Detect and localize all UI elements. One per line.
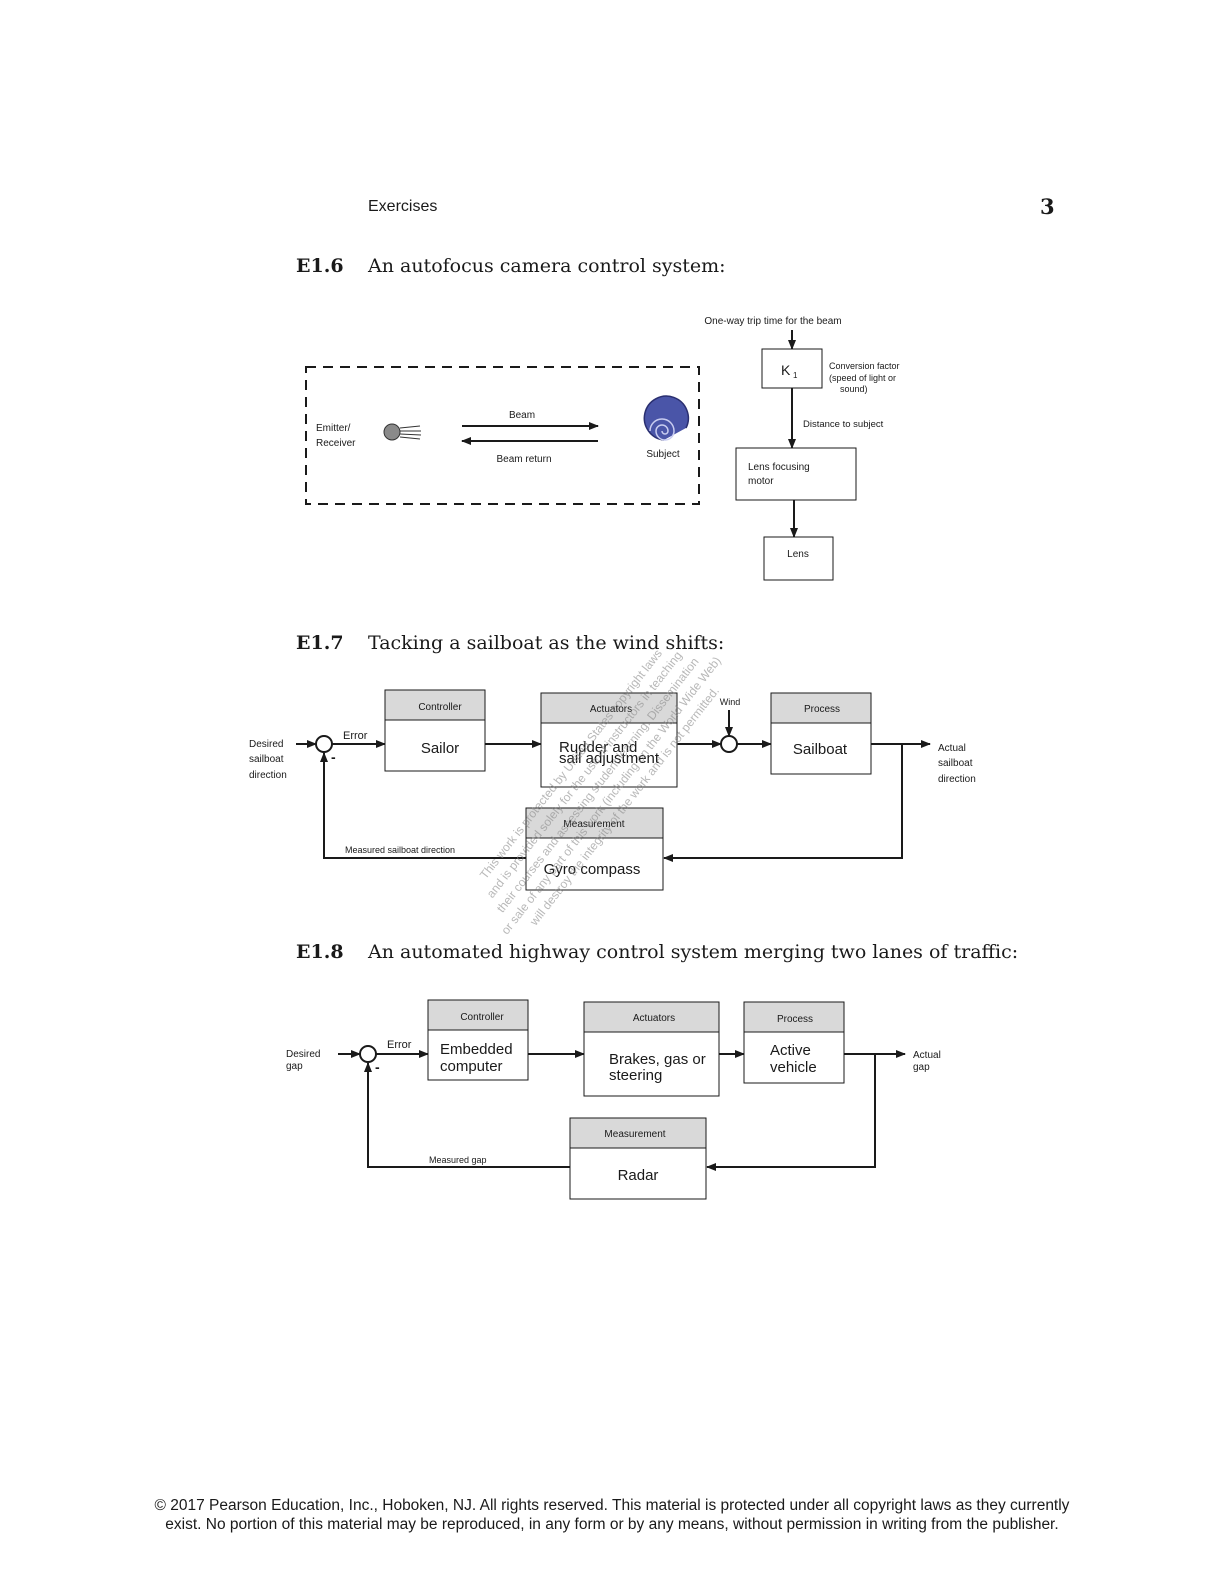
feedback-to-sensor-arrow [663,744,903,862]
exercise-number-e18: E1.8 [296,941,344,963]
process-header [770,692,872,724]
process-label-2: vehicle [770,1059,817,1076]
measured-gap-label: Measured gap [429,1155,487,1165]
wind-summing-junction [720,735,738,753]
process-header [743,1001,845,1033]
desired-label-2: sailboat [249,754,284,765]
sailboat-diagram: Desired sailboat direction Error - Contr… [249,689,976,891]
footer-line-1: © 2017 Pearson Education, Inc., Hoboken,… [154,1497,1070,1514]
controller-header-label: Controller [460,1012,504,1023]
error-label: Error [343,730,368,742]
emitter-label-2: Receiver [316,438,356,449]
exercise-title-e16: An autofocus camera control system: [368,255,726,277]
actuators-header [583,1001,720,1033]
minus-sign: - [375,1059,380,1075]
process-header-label: Process [804,704,840,715]
conversion-label-1: Conversion factor [829,361,900,371]
exercise-title-e17: Tacking a sailboat as the wind shifts: [368,632,725,654]
desired-gap-label-1: Desired [286,1049,320,1060]
beam-label: Beam [509,410,535,421]
emitter-icon [383,423,422,441]
process-label: Sailboat [793,741,848,758]
controller-label-2: computer [440,1058,503,1075]
conversion-label-3: sound) [840,384,868,394]
distance-label: Distance to subject [803,419,884,430]
actuators-label-2: sail adjustment [559,750,660,767]
actuators-label-1: Brakes, gas or [609,1051,706,1068]
actual-gap-label-1: Actual [913,1050,941,1061]
feedback-to-sensor-arrow [706,1054,876,1171]
lens-motor-label-1: Lens focusing [748,462,810,473]
measurement-header-label: Measurement [604,1129,665,1140]
measurement-label: Gyro compass [544,861,641,878]
actuators-label-1: Rudder and [559,739,637,756]
controller-label: Sailor [421,740,459,757]
actual-gap-label-2: gap [913,1062,930,1073]
controller-header [384,689,486,721]
minus-sign: - [331,749,336,765]
desired-label-1: Desired [249,739,283,750]
measurement-header-label: Measurement [563,819,624,830]
actual-label-2: sailboat [938,758,973,769]
measurement-header [569,1117,707,1149]
actuators-header-label: Actuators [590,704,632,715]
actuators-label-2: steering [609,1067,662,1084]
summing-junction [359,1045,377,1063]
controller-header-label: Controller [418,702,462,713]
conversion-label-2: (speed of light or [829,373,896,383]
controller-header [427,999,529,1031]
running-header: Exercises [368,198,438,215]
actuators-header-label: Actuators [633,1013,675,1024]
autofocus-diagram: Emitter/ Receiver Beam Beam return Subje… [305,316,900,581]
camera-boundary [305,366,700,505]
exercise-number-e16: E1.6 [296,255,344,277]
controller-label-1: Embedded [440,1041,513,1058]
process-header-label: Process [777,1014,813,1025]
measurement-header [525,807,664,839]
exercise-number-e17: E1.7 [296,632,344,654]
exercise-title-e18: An automated highway control system merg… [368,941,1019,963]
subject-icon [643,395,690,441]
beam-return-label: Beam return [496,454,551,465]
desired-label-3: direction [249,770,287,781]
summing-junction [315,735,333,753]
desired-gap-label-2: gap [286,1061,303,1072]
feedback-to-sum-arrow [320,752,526,859]
page-number: 3 [1040,194,1055,219]
actual-label-1: Actual [938,743,966,754]
lens-label: Lens [787,549,809,560]
lens-block [763,536,834,581]
copyright-watermark: This work is protected by United States … [477,647,724,938]
measured-label: Measured sailboat direction [345,845,455,855]
k1-subscript: 1 [793,371,798,380]
actual-label-3: direction [938,774,976,785]
measurement-label: Radar [618,1167,659,1184]
subject-label: Subject [646,449,680,460]
k1-label: K [781,362,791,378]
process-label-1: Active [770,1042,811,1059]
highway-diagram: Desired gap Error - Controller Embedded … [286,999,941,1200]
actuators-header [540,692,678,724]
footer-line-2: exist. No portion of this material may b… [165,1516,1059,1533]
emitter-label-1: Emitter/ [316,423,351,434]
lens-motor-label-2: motor [748,476,774,487]
wind-label: Wind [720,697,741,707]
lens-motor-block [735,447,857,501]
trip-time-label: One-way trip time for the beam [704,316,841,327]
feedback-to-sum-arrow [364,1062,570,1168]
error-label: Error [387,1039,412,1051]
k1-block [761,348,823,389]
